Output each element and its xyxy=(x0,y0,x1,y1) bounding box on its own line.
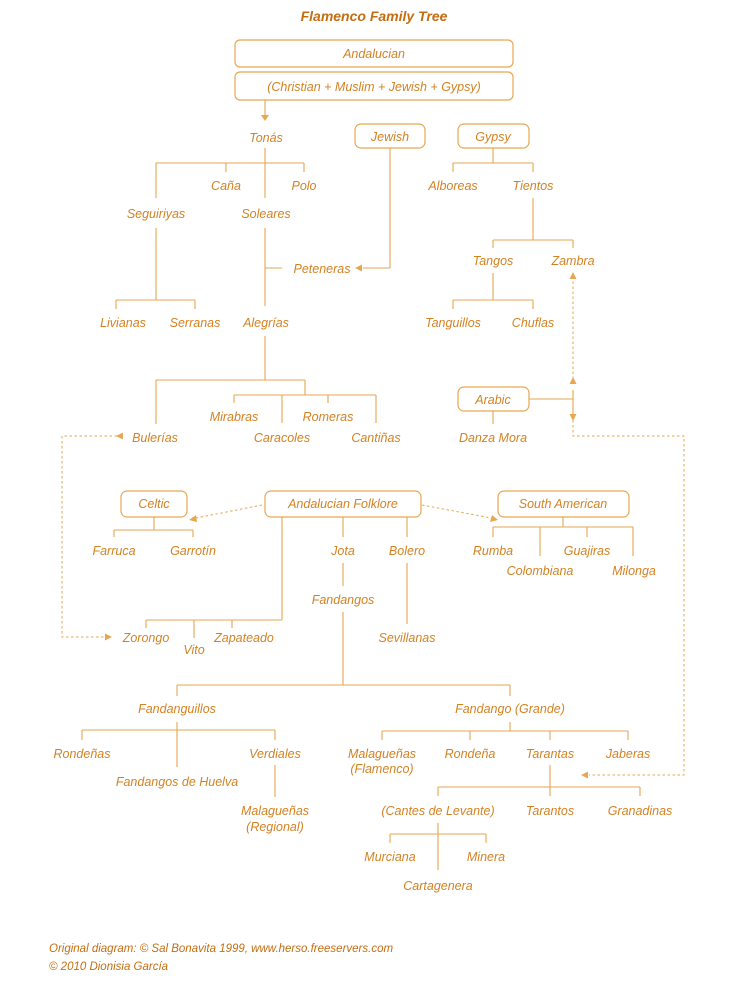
node-tientos: Tientos xyxy=(513,179,554,193)
node-cartagenera: Cartagenera xyxy=(403,879,473,893)
node-seguiriyas: Seguiriyas xyxy=(127,207,185,221)
node-fandangos: Fandangos xyxy=(312,593,375,607)
node-celtic: Celtic xyxy=(138,497,170,511)
node-verdiales: Verdiales xyxy=(249,747,301,761)
node-polo: Polo xyxy=(291,179,316,193)
node-andalucian: Andalucian xyxy=(342,47,405,61)
node-tanguillos: Tanguillos xyxy=(425,316,481,330)
influence-lines xyxy=(61,279,685,776)
arrow-to-tarantas xyxy=(581,771,588,779)
node-livianas: Livianas xyxy=(100,316,146,330)
node-fandanguillos: Fandanguillos xyxy=(138,702,216,716)
original-diagram-credit: Original diagram: © Sal Bonavita 1999, w… xyxy=(49,943,394,955)
node-malaguenas-regional-qualifier: (Regional) xyxy=(246,820,304,834)
node-tarantas: Tarantas xyxy=(526,747,574,761)
node-zapateado: Zapateado xyxy=(213,631,274,645)
node-andalucian-folklore: Andalucian Folklore xyxy=(287,497,398,511)
arrow-to-tonas xyxy=(261,115,269,121)
node-colombiana: Colombiana xyxy=(507,564,574,578)
node-bulerias: Bulerías xyxy=(132,431,178,445)
box-andalucian-folklore xyxy=(264,490,422,518)
node-zorongo: Zorongo xyxy=(122,631,170,645)
node-rondena: Rondeña xyxy=(445,747,496,761)
node-peteneras: Peteneras xyxy=(294,262,351,276)
node-caracoles: Caracoles xyxy=(254,431,310,445)
node-rondenas: Rondeñas xyxy=(54,747,111,761)
node-tarantos: Tarantos xyxy=(526,804,574,818)
node-farruca: Farruca xyxy=(92,544,135,558)
box-mix xyxy=(234,71,514,101)
node-labels: Andalucian (Christian + Muslim + Jewish … xyxy=(54,47,673,893)
node-soleares: Soleares xyxy=(241,207,290,221)
arrow-to-peteneras xyxy=(355,264,362,272)
node-chuflas: Chuflas xyxy=(512,316,554,330)
node-mix: (Christian + Muslim + Jewish + Gypsy) xyxy=(267,80,481,94)
arrow-to-zambra xyxy=(569,272,577,279)
node-tangos: Tangos xyxy=(473,254,514,268)
node-guajiras: Guajiras xyxy=(564,544,611,558)
node-zambra: Zambra xyxy=(550,254,594,268)
node-bolero: Bolero xyxy=(389,544,425,558)
arrowheads xyxy=(105,115,588,779)
node-cantinas: Cantiñas xyxy=(351,431,400,445)
node-malaguenas-flamenco-qualifier: (Flamenco) xyxy=(350,762,413,776)
node-minera: Minera xyxy=(467,850,505,864)
arrow-up-from-arabic xyxy=(569,377,577,384)
node-tonas: Tonás xyxy=(249,131,283,145)
node-mirabras: Mirabras xyxy=(210,410,259,424)
node-rumba: Rumba xyxy=(473,544,513,558)
node-cana: Caña xyxy=(211,179,241,193)
node-jaberas: Jaberas xyxy=(605,747,650,761)
arrow-to-south-american xyxy=(490,515,498,522)
node-milonga: Milonga xyxy=(612,564,656,578)
node-vito: Vito xyxy=(183,643,204,657)
node-malaguenas-flamenco: Malagueñas xyxy=(348,747,416,761)
node-danza-mora: Danza Mora xyxy=(459,431,527,445)
box-south-american xyxy=(497,490,630,518)
arrow-to-bulerias xyxy=(116,432,123,440)
node-murciana: Murciana xyxy=(364,850,415,864)
boxed-nodes xyxy=(120,39,630,518)
node-romeras: Romeras xyxy=(303,410,354,424)
box-arabic xyxy=(457,386,530,412)
node-sevillanas: Sevillanas xyxy=(379,631,436,645)
node-granadinas: Granadinas xyxy=(608,804,673,818)
node-alegrias: Alegrías xyxy=(242,316,289,330)
copyright-credit: © 2010 Dionisia García xyxy=(49,961,169,973)
node-jewish: Jewish xyxy=(370,130,409,144)
connector-lines xyxy=(81,100,641,870)
diagram-title: Flamenco Family Tree xyxy=(301,8,448,24)
node-gypsy: Gypsy xyxy=(475,130,511,144)
node-alboreas: Alboreas xyxy=(427,179,477,193)
node-fandangos-de-huelva: Fandangos de Huelva xyxy=(116,775,238,789)
box-jewish xyxy=(354,123,426,149)
arrow-to-zorongo xyxy=(105,633,112,641)
node-arabic: Arabic xyxy=(474,393,511,407)
node-cantes-de-levante: (Cantes de Levante) xyxy=(381,804,494,818)
arrow-down-from-arabic xyxy=(569,414,577,421)
arrow-to-celtic xyxy=(189,515,197,522)
node-fandango-grande: Fandango (Grande) xyxy=(455,702,565,716)
node-serranas: Serranas xyxy=(170,316,221,330)
box-andalucian xyxy=(234,39,514,68)
node-malaguenas-regional: Malagueñas xyxy=(241,804,309,818)
node-garrotin: Garrotín xyxy=(170,544,216,558)
box-celtic xyxy=(120,490,188,518)
node-south-american: South American xyxy=(519,497,608,511)
credits: Original diagram: © Sal Bonavita 1999, w… xyxy=(49,940,393,976)
node-jota: Jota xyxy=(330,544,355,558)
box-gypsy xyxy=(457,123,530,149)
